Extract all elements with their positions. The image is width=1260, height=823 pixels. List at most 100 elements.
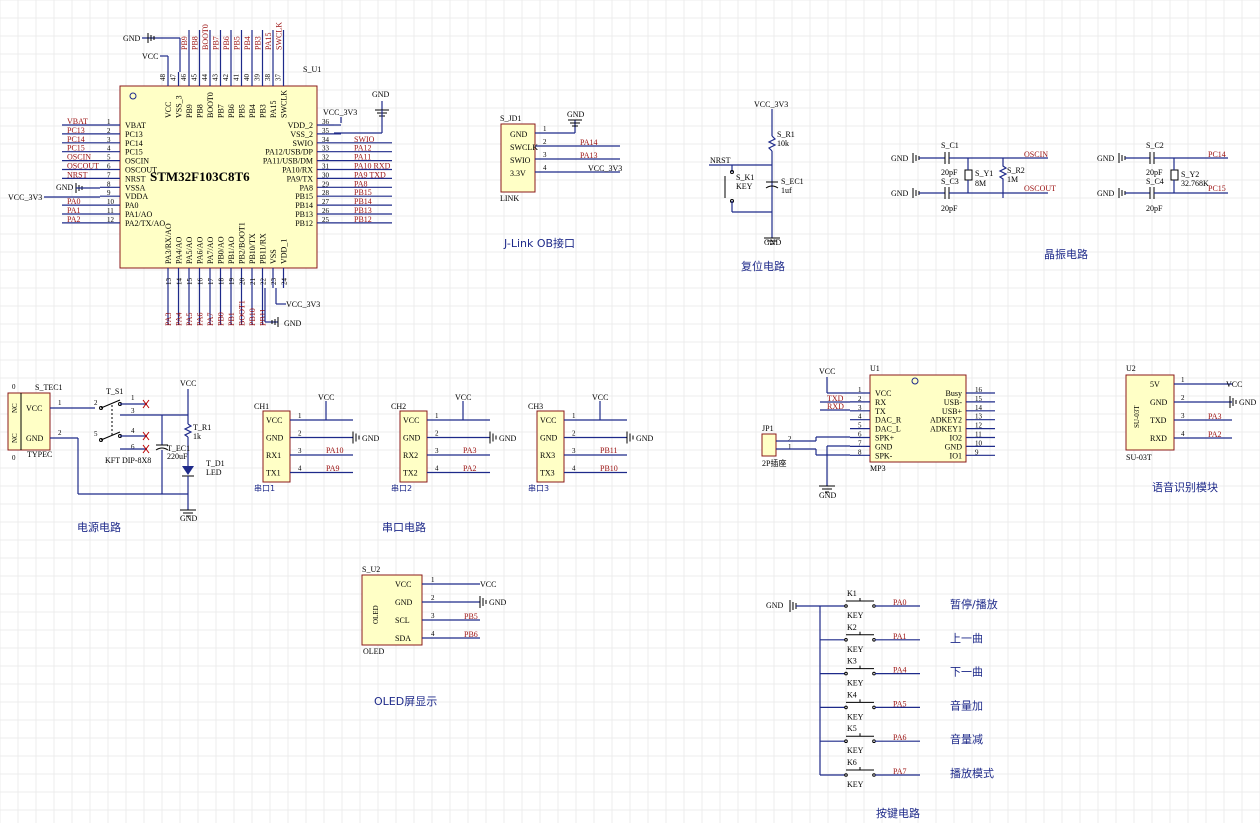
mcu-left-net: VBAT: [67, 117, 88, 126]
uart-net-rx: PA10: [326, 446, 344, 455]
mcu-left-gnd: GND: [56, 183, 74, 192]
uart-body[interactable]: [399, 410, 428, 483]
mp3-left-pin: DAC_L: [875, 425, 901, 434]
uart-num: 2: [572, 430, 576, 438]
mcu-right-pin: SWIO: [293, 139, 314, 148]
mp3-left-num: 6: [858, 431, 862, 439]
typec-zero-b: 0: [12, 454, 16, 462]
mcu-right-net: SWIO: [354, 135, 375, 144]
mp3-left-pin: VCC: [875, 389, 891, 398]
mcu-top-num: 46: [180, 74, 188, 82]
switch-ref: T_S1: [106, 387, 123, 396]
mcu-right-net: PA11: [354, 153, 371, 162]
reset-r-val: 10k: [777, 139, 789, 148]
jlink-footer: LINK: [500, 194, 519, 203]
oled-caption: OLED屏显示: [374, 695, 437, 708]
xtal1-gnd-a: GND: [891, 154, 909, 163]
reset-gnd: GND: [764, 238, 782, 247]
xtal1-gnd-b: GND: [891, 189, 909, 198]
voice-body[interactable]: [1125, 374, 1175, 451]
mcu-left-pin: PC14: [125, 139, 143, 148]
mcu-top-pin: VCC: [164, 102, 173, 118]
uart-vcc: VCC: [318, 393, 334, 402]
mcu-left-net: PC13: [67, 126, 85, 135]
voice-pin: TXD: [1150, 416, 1167, 425]
mp3-left-num: 3: [858, 404, 862, 412]
mp3-right-num: 10: [975, 439, 983, 447]
mcu-left-num: 4: [107, 145, 111, 153]
xtal1-c1v: 20pF: [941, 168, 958, 177]
typec-pin-vcc: VCC: [26, 404, 42, 413]
mcu-bottom-net: PA7: [206, 313, 215, 327]
led-icon: [182, 466, 194, 475]
jp1-body[interactable]: [761, 433, 777, 457]
mcu-section: STM32F103C8T6 S_U1 48VCC47VSS_346PB9PB94…: [8, 22, 392, 328]
uart-ref: CH2: [391, 402, 406, 411]
uart-body[interactable]: [262, 410, 291, 483]
mcu-bottom-num: 17: [207, 278, 215, 286]
typec-body[interactable]: [7, 392, 51, 451]
mcu-bottom-pin: PB11/RX: [259, 233, 268, 264]
jp1-num-2: 2: [788, 435, 792, 443]
mcu-right-pin: VDD_2: [288, 121, 313, 130]
power-c-val: 220uF: [167, 452, 188, 461]
mcu-left-num: 11: [107, 207, 114, 215]
mcu-right-num: 28: [322, 189, 330, 197]
mp3-body[interactable]: [869, 374, 967, 463]
uart-pin: GND: [540, 434, 558, 443]
uart-net-tx: PA9: [326, 464, 340, 473]
switch-part: KFT DIP-8X8: [105, 456, 151, 465]
jp1-num-1: 1: [788, 443, 792, 451]
jlink-body[interactable]: [500, 123, 536, 193]
uart-vcc: VCC: [455, 393, 471, 402]
mcu-bottom-net: PA3: [164, 313, 173, 327]
mcu-left-net: NRST: [67, 170, 88, 179]
switch-num-5: 5: [94, 430, 98, 438]
uart-body[interactable]: [536, 410, 565, 483]
mcu-top-vcc: VCC: [142, 52, 158, 61]
uart-pin: VCC: [403, 416, 419, 425]
mcu-top-net: PB7: [212, 36, 221, 50]
mcu-bottom-pin: PA4/AO: [175, 237, 184, 264]
mcu-left-num: 10: [107, 198, 115, 206]
reset-c-val: 1uf: [781, 186, 792, 195]
mcu-top-net: PB6: [222, 36, 231, 50]
xtal2-pc14: PC14: [1208, 150, 1226, 159]
mcu-left-pin: VSSA: [125, 183, 146, 192]
mcu-bottom-num: 19: [228, 278, 236, 286]
uart-pin: VCC: [266, 416, 282, 425]
mcu-left-net: PC15: [67, 144, 85, 153]
mcu-top-pin: PB9: [185, 104, 194, 118]
oled-body[interactable]: [361, 574, 423, 646]
oled-chip-label: OLED: [372, 605, 380, 624]
mcu-bottom-num: 18: [218, 278, 226, 286]
key-desc: 暂停/播放: [950, 597, 998, 611]
xtal1-r2: [998, 158, 1008, 198]
mcu-bottom-pin: PA3/RX/AO: [164, 223, 173, 264]
mcu-bottom-pin: PB1/AO: [227, 236, 236, 264]
mcu-right-num: 33: [322, 145, 330, 153]
voice-section: U2 SU-03T SU-03T 15V2GND3TXD4RXDVCCGNDPA…: [1125, 364, 1257, 494]
mcu-body[interactable]: [119, 85, 318, 269]
mcu-right-net: PB13: [354, 206, 372, 215]
mcu-top-net: PB9: [180, 36, 189, 50]
mp3-right-num: 11: [975, 431, 982, 439]
jlink-pin: SWIO: [510, 156, 531, 165]
switch-num-2: 2: [94, 399, 98, 407]
mcu-right-net: PB12: [354, 215, 372, 224]
mp3-left-pin: RX: [875, 398, 886, 407]
uart-num: 3: [435, 447, 439, 455]
typec-num-1: 1: [58, 399, 62, 407]
key-val: KEY: [847, 645, 864, 654]
switch-num-6: 6: [131, 443, 135, 451]
mcu-left-num: 9: [107, 189, 111, 197]
voice-gnd: GND: [1239, 398, 1257, 407]
jlink-num: 2: [543, 138, 547, 146]
power-section: S_TEC1 TYPEC VCC GND NC NC 0 0 1 2 T_S1 …: [7, 379, 225, 534]
mcu-right-pin: PA11/USB/DM: [263, 157, 313, 166]
